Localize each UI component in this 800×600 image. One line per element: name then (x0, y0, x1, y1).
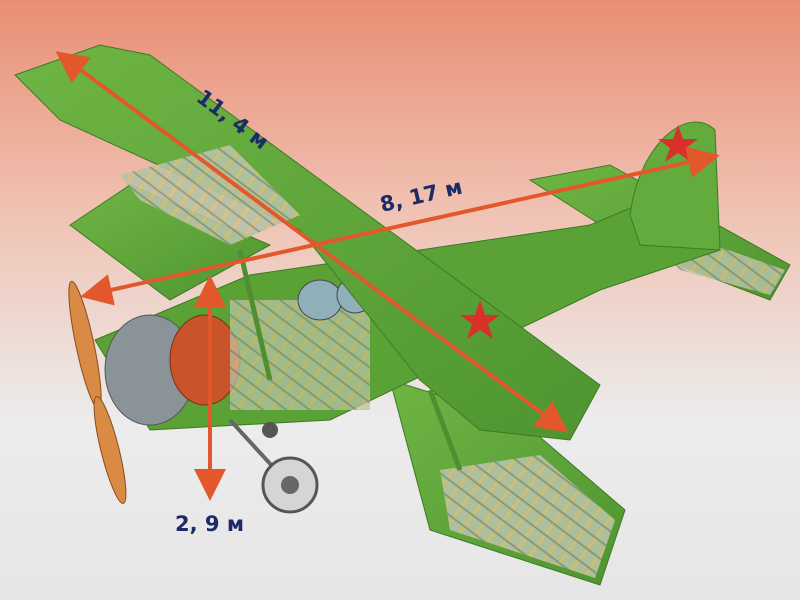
fuselage-frame (230, 300, 370, 410)
tail-wheel (262, 422, 278, 438)
dimension-arrows (55, 51, 720, 501)
lower-wing-ribs (440, 455, 615, 578)
fuel-tank (169, 314, 241, 406)
cockpit-seat (297, 279, 343, 321)
wheel-hub (281, 476, 299, 494)
length-arrow (80, 146, 720, 306)
height-label: 2, 9 м (175, 512, 244, 536)
star-emblem (658, 125, 698, 162)
